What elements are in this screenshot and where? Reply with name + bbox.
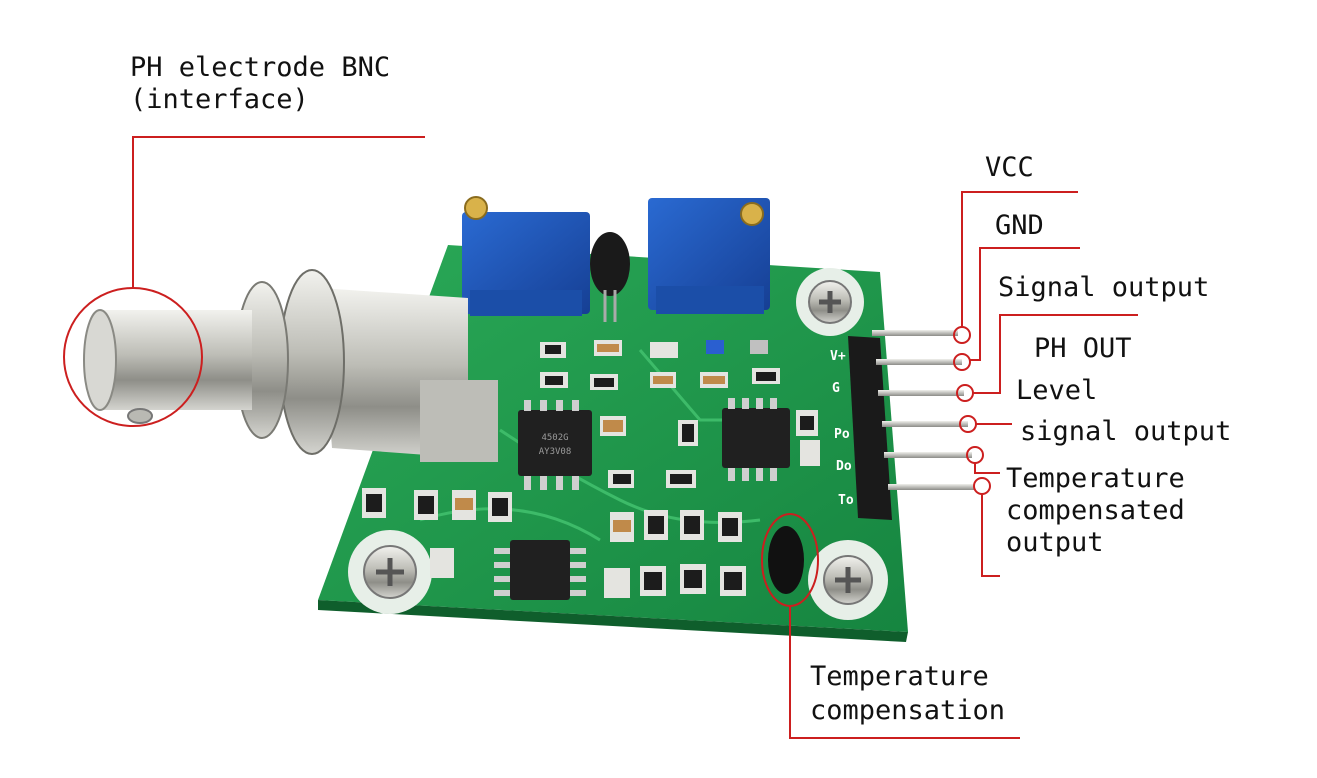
level-signal-label: Level signal output: [1016, 375, 1231, 448]
transistor: [590, 232, 630, 322]
bnc-connector: [83, 269, 498, 462]
temp-compensated-output-label: Temperature compensated output: [1006, 463, 1185, 559]
mounting-screw-left: [348, 530, 432, 614]
level-label-line2: signal output: [1020, 416, 1232, 447]
temp-comp-line1: Temperature: [810, 661, 989, 692]
bnc-label-line2: (interface): [130, 84, 309, 115]
temp-out-line1: Temperature: [1006, 463, 1185, 494]
ic-chip-left: 4502G AY3V08: [518, 400, 592, 490]
bnc-callout-line: [132, 136, 425, 288]
temp-compensation-label: Temperature compensation: [810, 661, 1005, 727]
gnd-label: GND: [995, 210, 1044, 241]
ph-out-label: PH OUT: [1034, 333, 1132, 364]
level-label-line1: Level: [1016, 375, 1098, 406]
temp-out-line2: compensated: [1006, 495, 1185, 526]
mounting-screw-right-top: [796, 268, 864, 336]
ic-mark-2: AY3V08: [539, 447, 572, 457]
bnc-label-line1: PH electrode BNC: [130, 52, 391, 83]
mounting-screw-right-bottom: [808, 540, 888, 620]
temp-out-line3: output: [1006, 527, 1104, 558]
smd-components: [362, 340, 820, 598]
bnc-label: PH electrode BNC (interface): [130, 52, 390, 116]
vcc-callout-line: [961, 191, 1078, 327]
potentiometer-left: [462, 196, 590, 316]
pin-label-po: Po: [834, 427, 850, 442]
gnd-callout-line: [970, 247, 1080, 361]
temperature-sensor: [768, 526, 804, 594]
ic-chip-right: [722, 398, 790, 481]
temp-out-pin-marker: [973, 477, 991, 495]
temp-callout-line: [974, 463, 1000, 474]
vcc-label: VCC: [985, 152, 1034, 183]
pin-label-vplus: V+: [830, 349, 846, 364]
signal-output-label: Signal output: [998, 272, 1210, 303]
header-pins: V+ G Po Do To: [830, 330, 974, 520]
callout-lines: [63, 136, 1138, 739]
temp-out-callout-line: [981, 494, 1000, 577]
ic-mark-1: 4502G: [541, 433, 568, 443]
potentiometer-right: [648, 198, 770, 314]
gnd-pin-marker: [953, 353, 971, 371]
pin-label-g: G: [832, 381, 840, 396]
signal-callout-line: [973, 314, 1138, 394]
pin-label-do: Do: [836, 459, 852, 474]
pin-label-to: To: [838, 493, 854, 508]
temp-sensor-callout-line: [789, 606, 1020, 739]
temp-comp-line2: compensation: [810, 695, 1006, 726]
ic-chip-bottom: [494, 540, 586, 600]
